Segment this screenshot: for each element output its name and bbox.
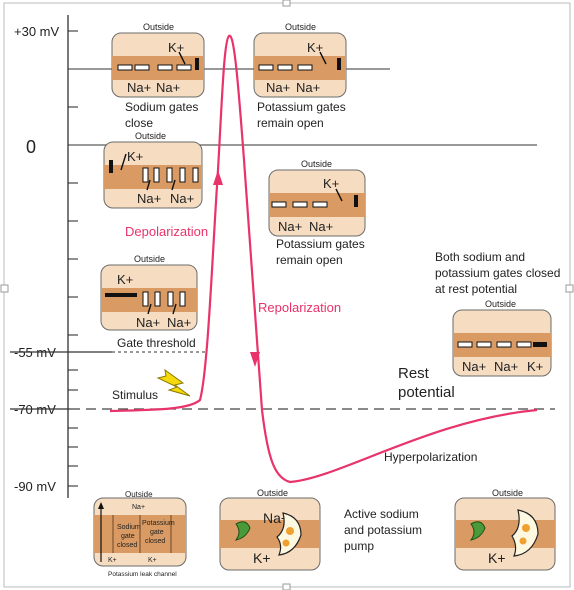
membrane-box-potassium-open-top: Outside K+ Na+ Na+ (253, 22, 347, 98)
both-gates-closed-label: Both sodium and potassium gates closed a… (435, 250, 564, 296)
potassium-gates-remain-open-top-label: Potassium gates remain open (257, 100, 349, 130)
outside-label: Outside (485, 299, 516, 309)
na-plus-label: Na+ (494, 359, 518, 374)
stimulus-lightning-icon (156, 368, 191, 397)
k-plus-label: K+ (323, 176, 339, 191)
na-plus-label: Na+ (156, 80, 180, 95)
stimulus-label: Stimulus (112, 388, 158, 402)
pump-green-icon (234, 521, 251, 541)
membrane-box-rest: Outside Na+ Na+ K+ (452, 299, 552, 377)
k-plus-label: K+ (527, 359, 543, 374)
repolarization-arrowhead (250, 352, 260, 367)
gate-threshold-label: Gate threshold (117, 336, 196, 350)
hyperpolarization-label: Hyperpolarization (384, 450, 477, 464)
membrane-box-threshold: Outside K+ Na+ Na+ (100, 254, 198, 331)
na-plus-label: Na+ (167, 315, 191, 330)
na-plus-label: Na+ (136, 315, 160, 330)
repolarization-label: Repolarization (258, 300, 341, 315)
k-plus-label: K+ (488, 550, 506, 566)
potassium-gate-closed-label: Potassium gate closed (142, 520, 177, 545)
voltage-axis (67, 15, 78, 498)
outside-label: Outside (134, 254, 165, 264)
tick-label-minus90: -90 mV (14, 479, 56, 494)
outside-label: Outside (135, 131, 166, 141)
membrane-box-leak-channel: Outside Na+ Sodium gate closed Potassium… (93, 490, 187, 578)
membrane-box-pump-mid: Outside Na+ K+ (219, 488, 321, 571)
na-plus-label: Na+ (137, 191, 161, 206)
k-plus-label: K+ (148, 557, 157, 564)
na-plus-label: Na+ (309, 219, 333, 234)
resize-handle-left[interactable] (0, 284, 9, 293)
pump-green-icon (469, 521, 486, 541)
k-plus-label: K+ (127, 149, 143, 164)
tick-label-plus30: +30 mV (14, 24, 59, 39)
membrane-box-depolarizing: Outside K+ Na+ Na+ (103, 131, 203, 209)
k-plus-label: K+ (253, 550, 271, 566)
membrane-box-pump-right: Outside K+ (454, 488, 556, 571)
na-plus-label: Na+ (127, 80, 151, 95)
active-pump-label: Active sodium and potassium pump (344, 507, 425, 553)
na-plus-label: Na+ (263, 510, 289, 526)
potassium-gates-remain-open-mid-label: Potassium gates remain open (276, 237, 368, 267)
outside-label: Outside (492, 488, 523, 498)
na-plus-label: Na+ (462, 359, 486, 374)
pump-white-icon (511, 509, 539, 557)
na-plus-label: Na+ (132, 504, 145, 511)
resize-handle-bottom[interactable] (282, 583, 291, 590)
sodium-gate-closed-label: Sodium gate closed (117, 524, 143, 549)
k-plus-label: K+ (117, 272, 133, 287)
outside-label: Outside (257, 488, 288, 498)
resize-handle-right[interactable] (565, 284, 574, 293)
outside-label: Outside (285, 22, 316, 32)
na-plus-label: Na+ (296, 80, 320, 95)
k-plus-label: K+ (168, 40, 184, 55)
na-plus-label: Na+ (278, 219, 302, 234)
rest-potential-label: Rest potential (398, 365, 455, 401)
outside-label: Outside (301, 159, 332, 169)
action-potential-curve (109, 34, 538, 484)
leak-channel-label: Potassium leak channel (108, 571, 177, 578)
sodium-gates-close-label: Sodium gates close (125, 100, 202, 130)
na-plus-label: Na+ (170, 191, 194, 206)
outside-label: Outside (143, 22, 174, 32)
k-plus-label: K+ (108, 557, 117, 564)
tick-label-zero: 0 (26, 137, 36, 157)
depolarization-label: Depolarization (125, 224, 208, 239)
na-plus-label: Na+ (266, 80, 290, 95)
membrane-box-sodium-gates-close: Outside K+ Na+ Na+ (111, 22, 205, 98)
outside-label: Outside (125, 490, 153, 499)
membrane-box-potassium-open-mid: Outside K+ Na+ Na+ (268, 159, 366, 237)
resize-handle-top[interactable] (282, 0, 291, 7)
depolarization-arrowhead (213, 170, 223, 185)
k-plus-label: K+ (307, 40, 323, 55)
